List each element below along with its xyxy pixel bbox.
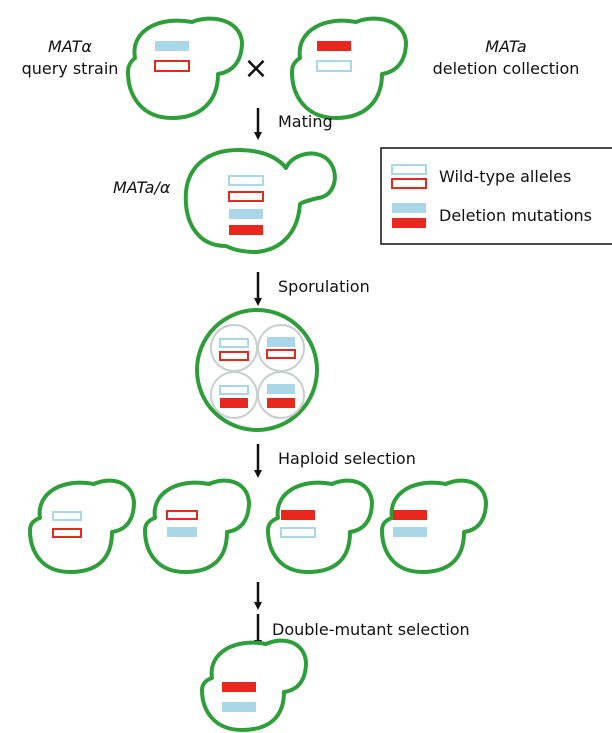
step-sporulation-label: Sporulation xyxy=(278,277,370,296)
ascus-outline xyxy=(195,308,319,432)
deletion-allele-blue xyxy=(229,209,263,219)
collection-name-label: deletion collection xyxy=(433,59,580,78)
wild-type-allele-red xyxy=(154,60,190,72)
legend: Wild-type alleles Deletion mutations xyxy=(380,147,612,245)
wild-type-allele-blue xyxy=(316,60,352,72)
deletion-allele-red xyxy=(267,398,295,408)
legend-deletion-blue xyxy=(392,203,426,213)
query-strain-cell xyxy=(126,16,244,120)
wild-type-allele-blue xyxy=(219,338,249,348)
cross-symbol: × xyxy=(243,51,268,86)
haploid-cell-2 xyxy=(143,478,251,574)
legend-wild-type-red xyxy=(391,178,427,189)
deletion-allele-red xyxy=(393,510,427,520)
step-haploid-label: Haploid selection xyxy=(278,449,416,468)
deletion-allele-red xyxy=(229,225,263,235)
legend-wild-type-label: Wild-type alleles xyxy=(439,167,571,186)
yeast-cell-icon xyxy=(380,478,488,574)
yeast-cell-icon xyxy=(266,478,374,574)
wild-type-allele-blue xyxy=(219,385,249,395)
spore xyxy=(257,371,305,419)
deletion-allele-red xyxy=(222,682,256,692)
haploid-cell-4 xyxy=(380,478,488,574)
legend-wild-type-blue xyxy=(391,164,427,175)
wild-type-allele-red xyxy=(228,191,264,202)
spore xyxy=(257,324,305,372)
query-mat-label: MATα xyxy=(48,37,92,56)
haploid-cell-1 xyxy=(28,478,136,574)
double-mutant-cell xyxy=(200,638,308,732)
yeast-cell-icon xyxy=(143,478,251,574)
haploid-cell-3 xyxy=(266,478,374,574)
step-mating-label: Mating xyxy=(278,112,333,131)
legend-deletion-red xyxy=(392,218,426,228)
legend-box xyxy=(380,147,612,245)
step-double-label: Double-mutant selection xyxy=(272,620,470,639)
wild-type-allele-red xyxy=(219,351,249,361)
deletion-allele-red xyxy=(317,41,351,51)
deletion-allele-blue xyxy=(267,337,295,347)
tetrad-ascus xyxy=(195,308,319,432)
legend-deletion-label: Deletion mutations xyxy=(439,206,592,225)
deletion-allele-red xyxy=(220,398,248,408)
collection-mat-label: MATa xyxy=(485,37,526,56)
deletion-collection-cell xyxy=(290,16,408,120)
wild-type-allele-red xyxy=(266,349,296,359)
yeast-cell-icon xyxy=(28,478,136,574)
deletion-allele-blue xyxy=(167,527,197,537)
diploid-cell xyxy=(183,148,337,254)
wild-type-allele-blue xyxy=(228,175,264,186)
query-strain-label: query strain xyxy=(22,59,119,78)
wild-type-allele-red xyxy=(166,510,198,520)
deletion-allele-blue xyxy=(222,702,256,712)
deletion-allele-red xyxy=(281,510,315,520)
deletion-allele-blue xyxy=(393,527,427,537)
deletion-allele-blue xyxy=(267,384,295,394)
wild-type-allele-blue xyxy=(52,511,82,521)
wild-type-allele-red xyxy=(52,528,82,538)
diploid-mat-label: MATa/α xyxy=(113,178,171,197)
deletion-allele-blue xyxy=(155,41,189,51)
wild-type-allele-blue xyxy=(280,527,316,538)
